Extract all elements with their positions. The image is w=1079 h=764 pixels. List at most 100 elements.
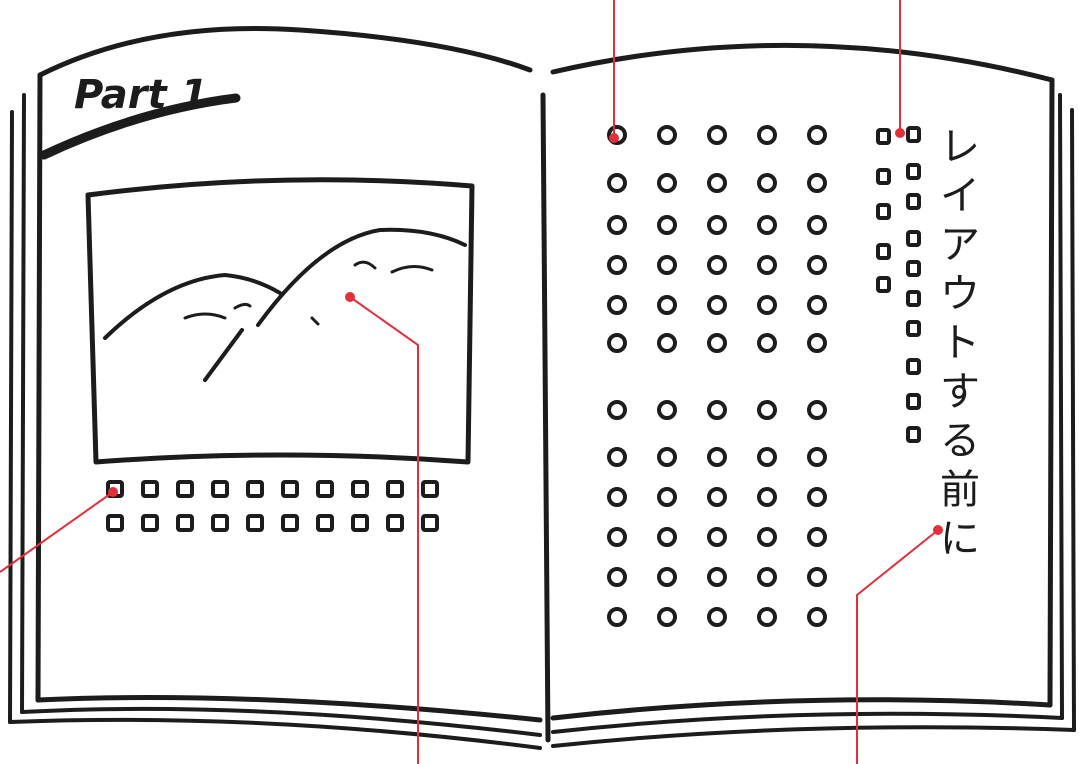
body-text-circle — [709, 297, 725, 313]
body-text-circle — [809, 569, 825, 585]
body-text-circle — [709, 127, 725, 143]
body-text-circle — [659, 297, 675, 313]
body-text-circle — [809, 217, 825, 233]
vertical-title-char: ア — [940, 222, 980, 268]
body-text-circle — [709, 449, 725, 465]
body-text-circle — [659, 335, 675, 351]
body-text-circle — [809, 402, 825, 418]
vertical-title-char: す — [940, 369, 980, 415]
subheading-square — [908, 232, 919, 245]
caption-square — [143, 516, 157, 530]
body-text-circle — [609, 569, 625, 585]
book-spine — [543, 95, 548, 740]
caption-square — [388, 482, 402, 496]
subheading-square — [908, 262, 919, 275]
subheading-square — [908, 128, 919, 141]
subheading-square — [908, 360, 919, 373]
caption-square — [423, 516, 437, 530]
body-text-placeholder — [609, 127, 825, 625]
caption-square — [213, 516, 227, 530]
body-text-circle — [609, 217, 625, 233]
vertical-title-char: に — [940, 516, 980, 562]
caption-square — [248, 482, 262, 496]
body-text-circle — [809, 127, 825, 143]
body-text-circle — [709, 569, 725, 585]
body-text-circle — [609, 449, 625, 465]
body-text-circle — [659, 402, 675, 418]
subheading-square — [908, 322, 919, 335]
body-text-circle — [809, 257, 825, 273]
vertical-title-char: レ — [940, 124, 980, 170]
caption-square — [353, 516, 367, 530]
body-text-circle — [659, 127, 675, 143]
body-text-circle — [659, 609, 675, 625]
left-page: Part 1 — [10, 28, 540, 748]
body-text-circle — [759, 297, 775, 313]
body-text-circle — [809, 175, 825, 191]
body-text-circle — [759, 449, 775, 465]
body-text-circle — [709, 335, 725, 351]
caption-square — [248, 516, 262, 530]
body-text-circle — [609, 175, 625, 191]
body-text-circle — [759, 127, 775, 143]
body-text-circle — [759, 175, 775, 191]
body-text-circle — [759, 569, 775, 585]
body-text-circle — [659, 257, 675, 273]
caption-square — [318, 482, 332, 496]
caption-square — [213, 482, 227, 496]
body-text-circle — [759, 609, 775, 625]
image-placeholder-icon — [88, 180, 472, 462]
subheading-square — [908, 395, 919, 408]
body-text-circle — [759, 257, 775, 273]
vertical-title-char: ト — [940, 320, 980, 366]
caption-square — [423, 482, 437, 496]
caption-square — [318, 516, 332, 530]
body-text-circle — [759, 217, 775, 233]
body-text-circle — [609, 257, 625, 273]
subheading-square — [878, 245, 889, 258]
body-text-circle — [809, 609, 825, 625]
body-text-circle — [709, 529, 725, 545]
body-text-circle — [659, 175, 675, 191]
body-text-circle — [709, 402, 725, 418]
body-text-circle — [759, 402, 775, 418]
body-text-circle — [809, 449, 825, 465]
body-text-circle — [709, 175, 725, 191]
caption-square — [108, 516, 122, 530]
body-text-circle — [709, 489, 725, 505]
subheading-square — [878, 205, 889, 218]
body-text-circle — [659, 569, 675, 585]
subheading-square — [878, 170, 889, 183]
subheading-placeholder — [878, 128, 919, 441]
caption-square — [283, 516, 297, 530]
subheading-square — [878, 130, 889, 143]
body-text-circle — [609, 335, 625, 351]
body-text-circle — [809, 489, 825, 505]
subheading-square — [908, 195, 919, 208]
part-label: Part 1 — [74, 72, 208, 118]
caption-square — [178, 516, 192, 530]
body-text-circle — [609, 402, 625, 418]
vertical-title-char: る — [940, 418, 980, 464]
caption-text-placeholder — [108, 482, 437, 530]
body-text-circle — [809, 335, 825, 351]
vertical-title-char: 前 — [940, 467, 980, 513]
vertical-title-char: イ — [940, 173, 980, 219]
caption-square — [143, 482, 157, 496]
body-text-circle — [659, 529, 675, 545]
caption-square — [283, 482, 297, 496]
body-text-circle — [609, 489, 625, 505]
subheading-square — [908, 292, 919, 305]
body-text-circle — [709, 257, 725, 273]
body-text-circle — [809, 297, 825, 313]
body-text-circle — [609, 297, 625, 313]
vertical-title-char: ウ — [940, 271, 980, 317]
body-text-circle — [709, 609, 725, 625]
caption-square — [353, 482, 367, 496]
body-text-circle — [609, 529, 625, 545]
body-text-circle — [609, 609, 625, 625]
body-text-circle — [759, 335, 775, 351]
